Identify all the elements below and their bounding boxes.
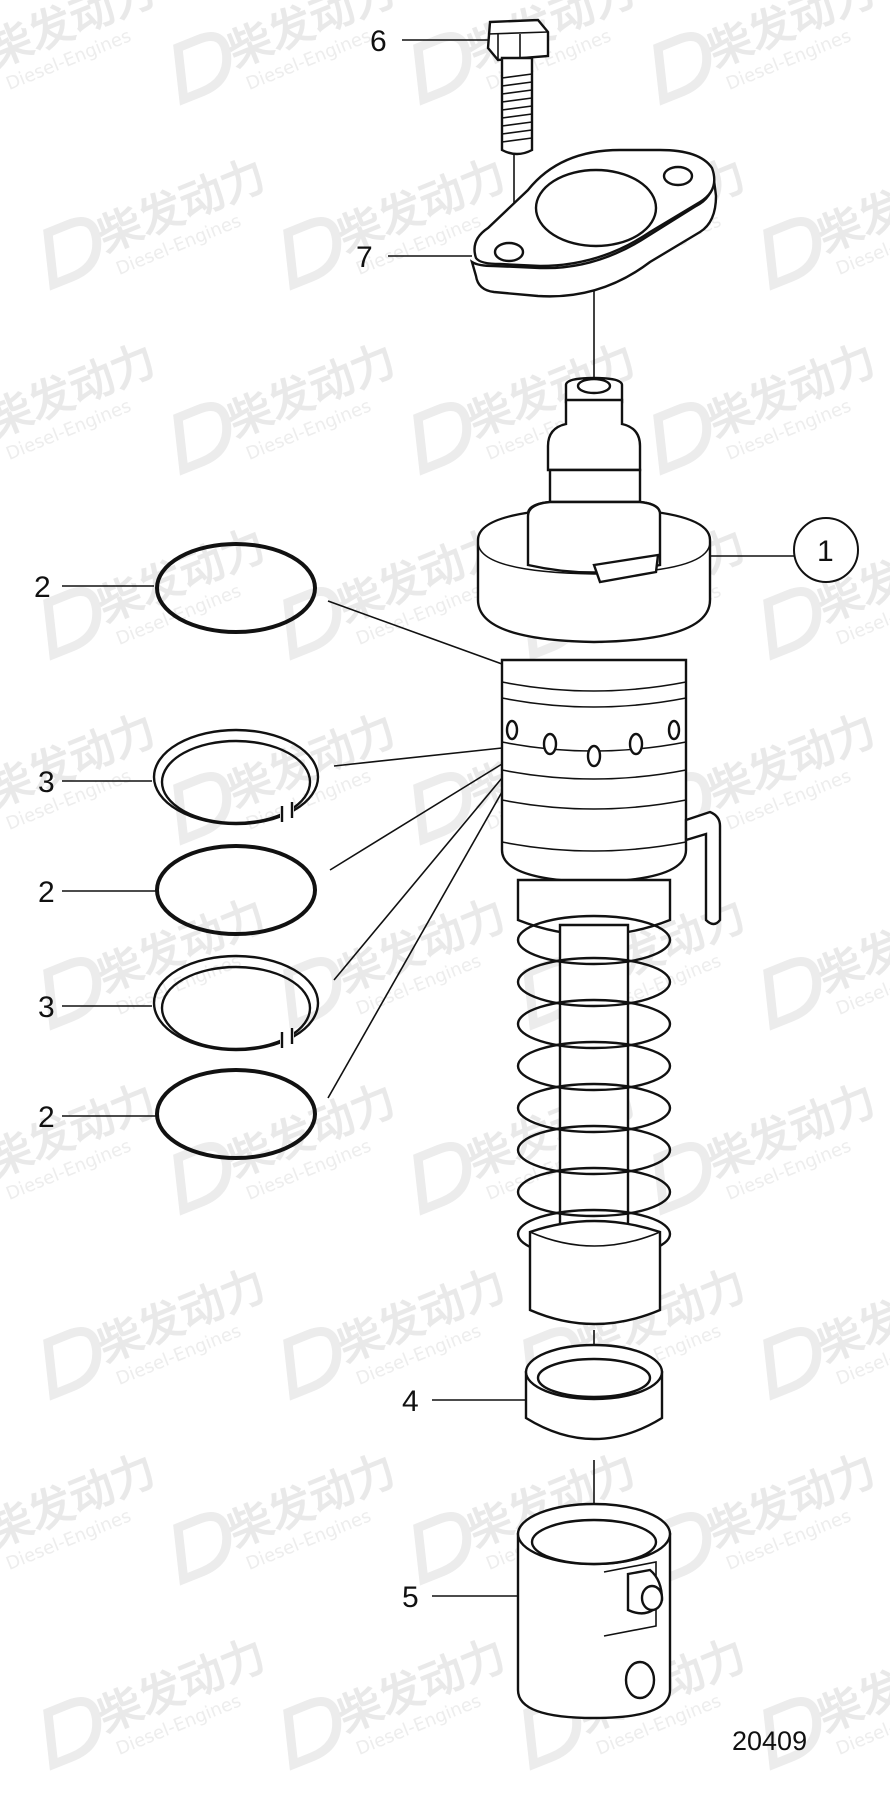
callout-labels: 6 7 1 2 3 2 3 2 4 5 20409 — [34, 25, 859, 1756]
watermark-logo — [413, 772, 472, 846]
watermark-logo — [43, 1697, 102, 1771]
callout-2-bottom: 2 — [38, 1101, 55, 1134]
watermark-logo — [653, 1142, 712, 1216]
callout-2-top: 2 — [34, 571, 51, 604]
callout-3-upper: 3 — [38, 766, 55, 799]
callout-2-middle: 2 — [38, 876, 55, 909]
callout-1-circle — [793, 517, 859, 583]
watermark-logo — [763, 587, 822, 661]
spring-coil — [516, 1124, 672, 1176]
watermark-logo — [43, 587, 102, 661]
watermark-logo — [43, 1327, 102, 1401]
bolt-part-6 — [486, 18, 550, 156]
watermark-logo — [173, 1142, 232, 1216]
watermark-logo — [43, 217, 102, 291]
spring-coil — [516, 914, 672, 966]
spring-coil — [516, 1166, 672, 1218]
callout-3-lower: 3 — [38, 991, 55, 1024]
callout-5: 5 — [402, 1581, 419, 1614]
watermark-logo — [283, 957, 342, 1031]
pump-body-part-1 — [476, 376, 722, 1326]
callout-7: 7 — [356, 241, 373, 274]
watermark-logo — [283, 1697, 342, 1771]
watermark-logo — [763, 1327, 822, 1401]
callout-1: 1 — [817, 535, 834, 568]
o-ring-part-2-bottom — [155, 1068, 317, 1160]
watermark-logo — [413, 1142, 472, 1216]
drawing-number: 20409 — [732, 1726, 807, 1756]
watermark-logo — [413, 402, 472, 476]
snap-ring-part-3-lower — [152, 954, 320, 1052]
watermark-logo — [43, 957, 102, 1031]
leader-lines — [62, 39, 796, 1597]
snap-ring-part-3-upper — [152, 728, 320, 826]
watermark-logo — [763, 217, 822, 291]
spring-coil — [516, 1040, 672, 1092]
watermark-logo — [653, 1512, 712, 1586]
watermark-logo — [763, 1697, 822, 1771]
spring-coil — [516, 1082, 672, 1134]
watermark-logo — [173, 1512, 232, 1586]
o-ring-part-2-top — [155, 542, 317, 634]
flange-plate-part-7 — [469, 148, 718, 298]
tappet-part-5 — [516, 1502, 672, 1720]
callout-6: 6 — [370, 25, 387, 58]
watermark-logo — [413, 1512, 472, 1586]
sleeve-part-4 — [524, 1343, 664, 1441]
watermark-logo — [653, 402, 712, 476]
callout-4: 4 — [402, 1385, 419, 1418]
spring-coil — [516, 998, 672, 1050]
watermark-logo — [173, 772, 232, 846]
o-ring-part-2-middle — [155, 844, 317, 936]
watermark-logo — [653, 32, 712, 106]
watermark-logo — [283, 1327, 342, 1401]
watermark-logo — [413, 32, 472, 106]
watermark-logo — [173, 32, 232, 106]
watermark-logo — [173, 402, 232, 476]
watermark-logo — [283, 217, 342, 291]
spring-coil — [516, 956, 672, 1008]
watermark-logo — [763, 957, 822, 1031]
